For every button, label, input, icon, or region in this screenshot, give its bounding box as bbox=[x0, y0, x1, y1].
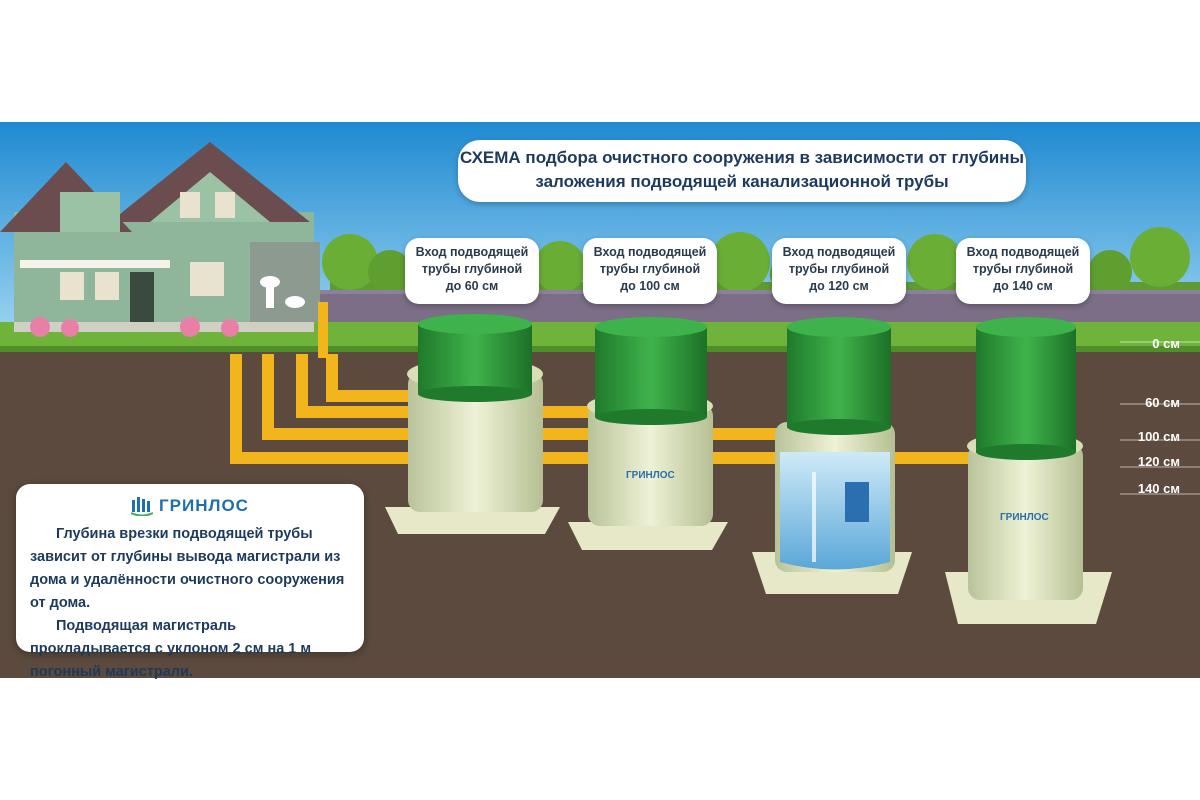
depth-label-0: 0 см bbox=[1152, 336, 1180, 351]
inlet-4-line-3: до 140 см bbox=[993, 279, 1053, 293]
info-box: ГРИНЛОС Глубина врезки подводящей трубы … bbox=[16, 484, 364, 680]
tank-3 bbox=[752, 317, 912, 594]
depth-label-100: 100 см bbox=[1137, 429, 1180, 444]
inlet-label-4: Вход подводящей трубы глубиной до 140 см bbox=[956, 238, 1090, 304]
inlet-2-line-2: трубы глубиной bbox=[599, 262, 701, 276]
inlet-label-3: Вход подводящей трубы глубиной до 120 см bbox=[772, 238, 906, 304]
inlet-3-line-2: трубы глубиной bbox=[788, 262, 890, 276]
inlet-2-line-3: до 100 см bbox=[620, 279, 680, 293]
inlet-label-1: Вход подводящей трубы глубиной до 60 см bbox=[405, 238, 539, 304]
depth-guides bbox=[1120, 341, 1200, 495]
info-paragraph-1: Глубина врезки подводящей трубы зависит … bbox=[30, 526, 345, 611]
info-logo-text: ГРИНЛОС bbox=[159, 496, 249, 515]
depth-label-60: 60 см bbox=[1145, 395, 1180, 410]
tank-4 bbox=[945, 317, 1112, 624]
house bbox=[0, 142, 320, 337]
inlet-3-line-3: до 120 см bbox=[809, 279, 869, 293]
inlet-label-2: Вход подводящей трубы глубиной до 100 см bbox=[583, 238, 717, 304]
tank-4-logo: ГРИНЛОС bbox=[1000, 512, 1049, 523]
tank-1 bbox=[385, 314, 560, 534]
tank-2 bbox=[568, 317, 728, 550]
inlet-1-line-2: трубы глубиной bbox=[421, 262, 523, 276]
inlet-4-line-2: трубы глубиной bbox=[972, 262, 1074, 276]
title-line-1: СХЕМА подбора очистного сооружения в зав… bbox=[459, 148, 1025, 167]
info-paragraph-2: Подводящая магистраль прокладывается с у… bbox=[30, 618, 312, 680]
depth-label-140: 140 см bbox=[1137, 481, 1180, 496]
depth-label-120: 120 см bbox=[1137, 454, 1180, 469]
inlet-1-line-3: до 60 см bbox=[445, 279, 499, 293]
inlet-2-line-1: Вход подводящей bbox=[593, 245, 707, 259]
grinlos-logo-icon bbox=[131, 496, 154, 516]
info-logo: ГРИНЛОС bbox=[30, 494, 350, 517]
title-bubble: СХЕМА подбора очистного сооружения в зав… bbox=[458, 140, 1026, 202]
tank-2-logo: ГРИНЛОС bbox=[626, 470, 675, 481]
inlet-4-line-1: Вход подводящей bbox=[966, 245, 1080, 259]
inlet-3-line-1: Вход подводящей bbox=[782, 245, 896, 259]
inlet-1-line-1: Вход подводящей bbox=[415, 245, 529, 259]
title-line-2: заложения подводящей канализационной тру… bbox=[535, 172, 949, 191]
